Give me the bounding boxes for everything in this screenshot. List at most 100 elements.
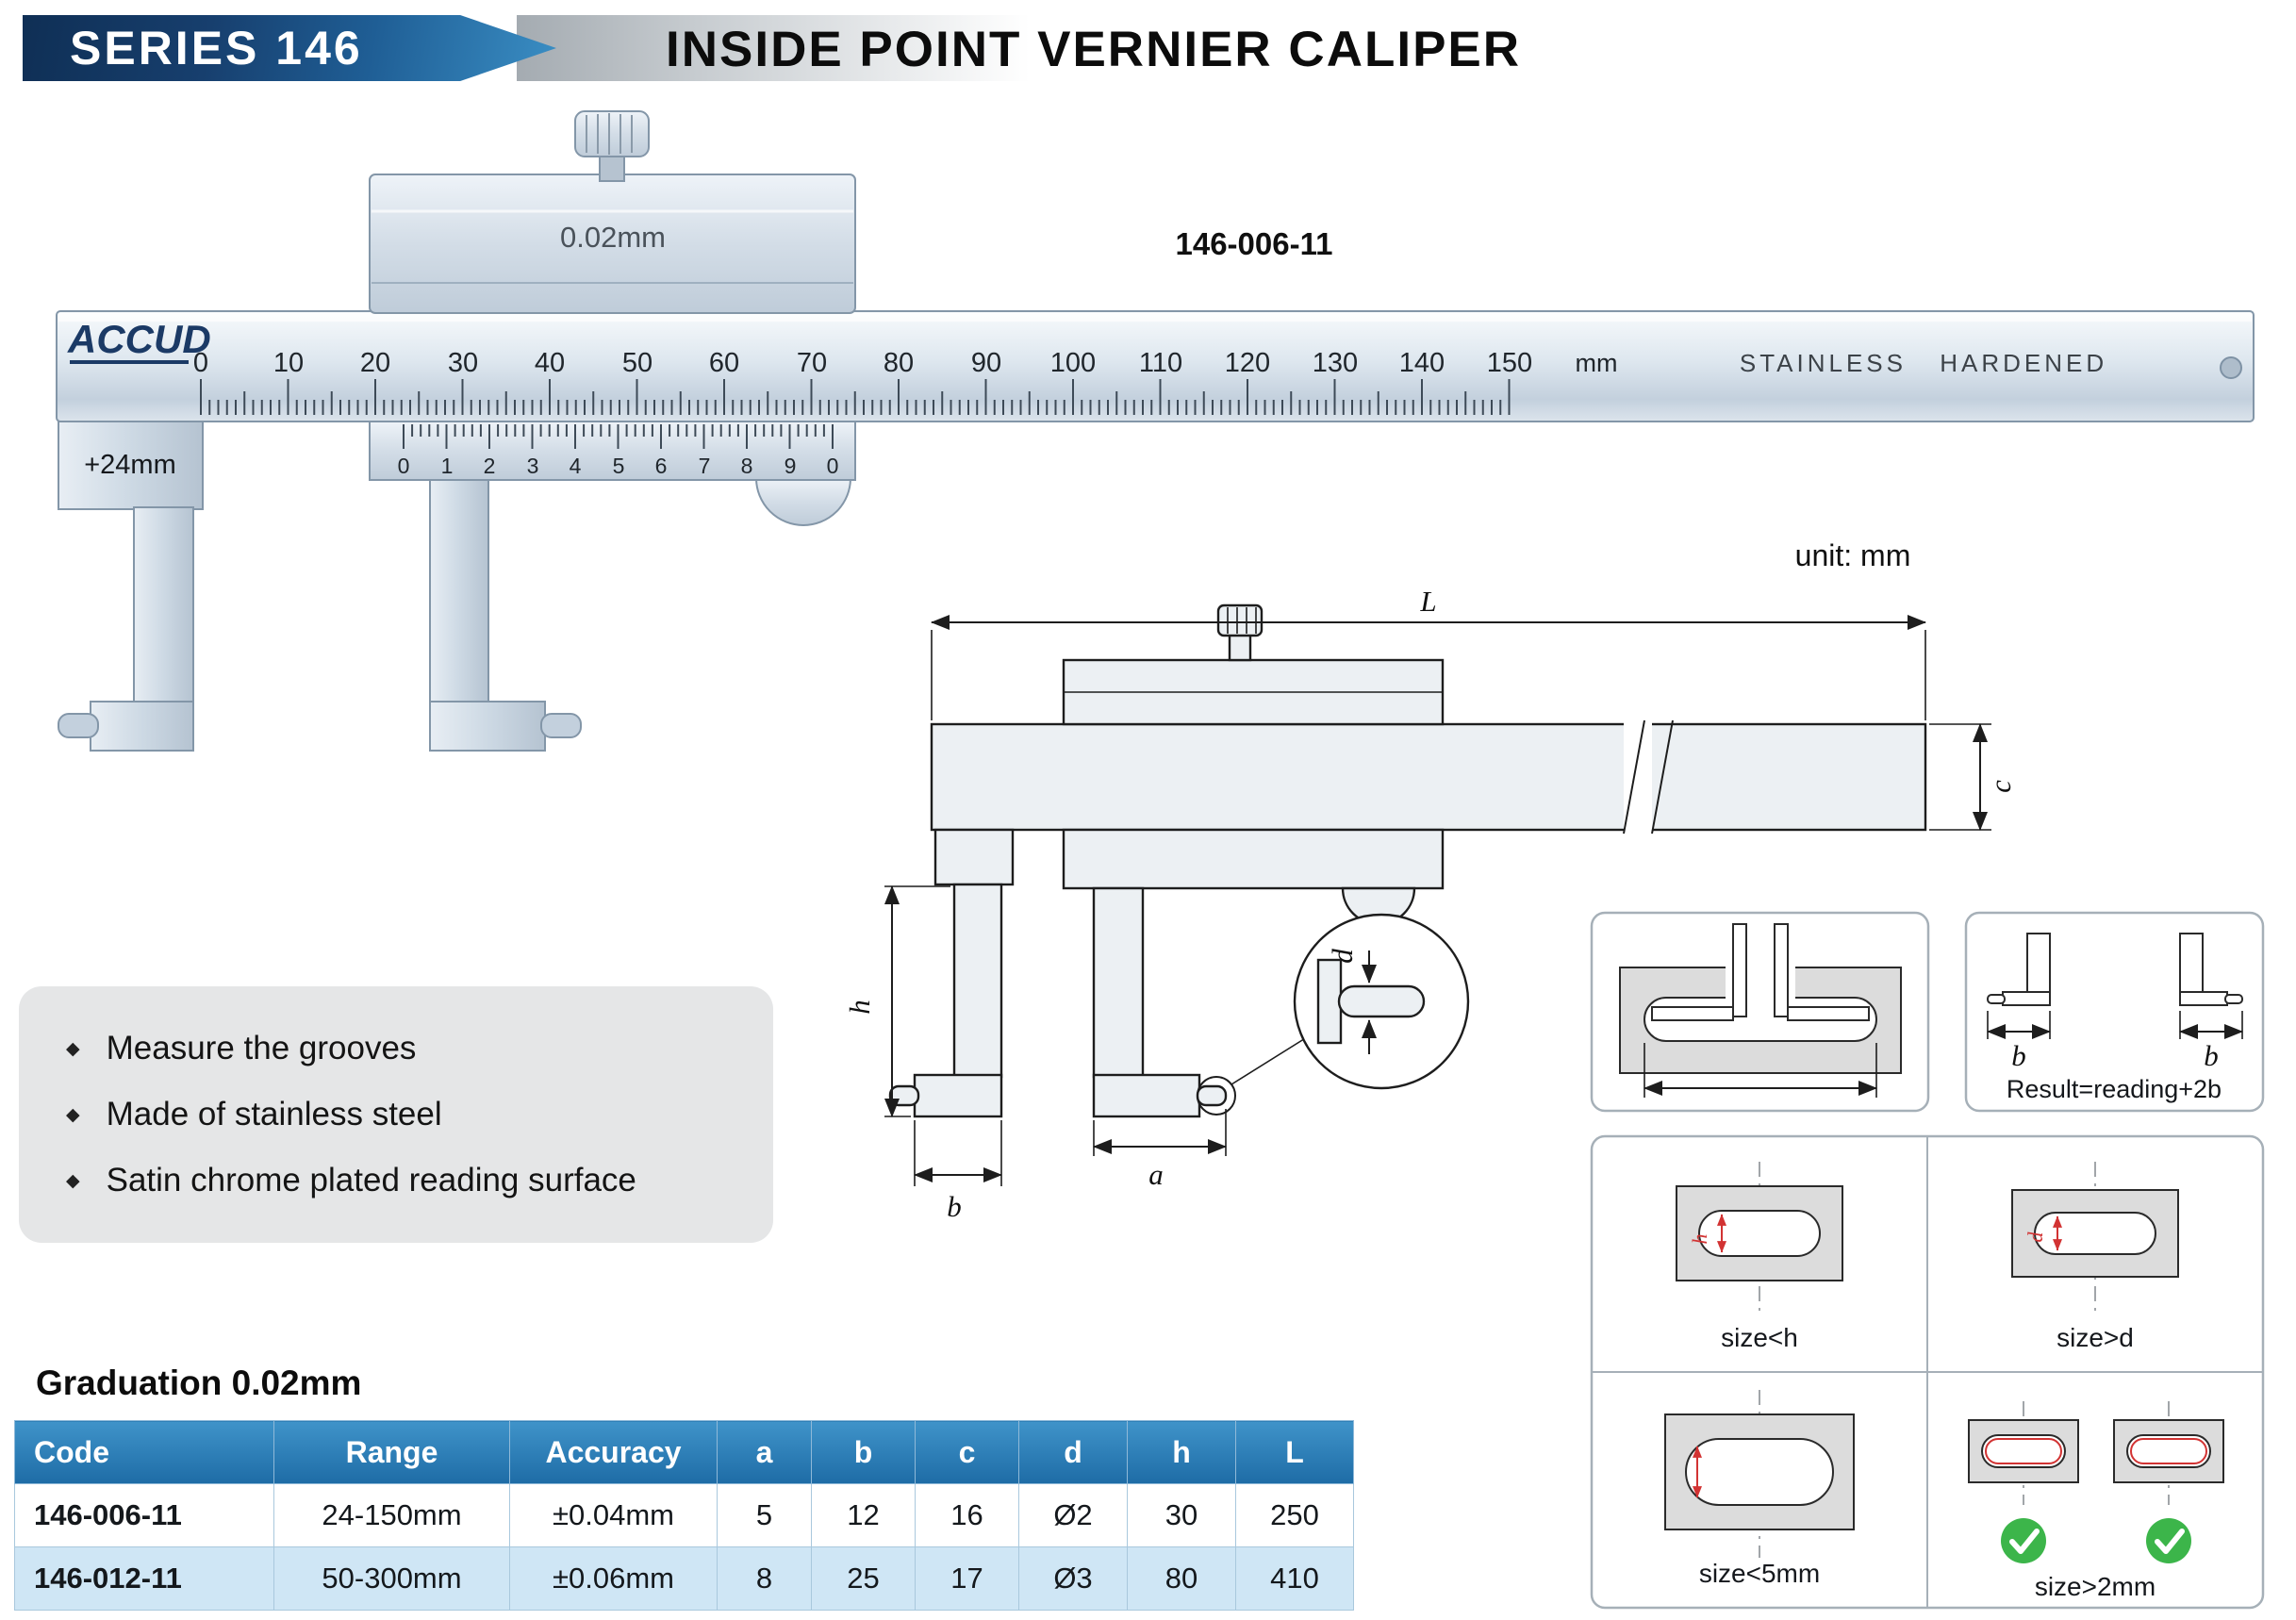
detail-source-circle <box>1197 1076 1236 1116</box>
vernier-number: 4 <box>570 454 582 478</box>
vernier-number: 0 <box>398 454 410 478</box>
feature-text: Measure the grooves <box>106 1030 417 1066</box>
scale-number: 80 <box>884 348 914 378</box>
fixed-jaw-foot <box>90 701 194 752</box>
main-scale-ticks <box>200 379 1512 415</box>
screw-knurling <box>586 113 633 155</box>
col-header-accuracy: Accuracy <box>509 1420 718 1484</box>
table-row: 146-006-11 24-150mm ±0.04mm 5 12 16 Ø2 3… <box>14 1483 1354 1547</box>
size-h-label: size<h <box>1721 1323 1798 1352</box>
vernier-number: 0 <box>827 454 839 478</box>
cell-L: 250 <box>1235 1483 1354 1547</box>
cell-d: Ø3 <box>1018 1546 1128 1611</box>
spec-table: Code Range Accuracy a b c d h L 146-006-… <box>14 1420 1354 1611</box>
scale-number: 50 <box>622 348 652 378</box>
drawing-moving-foot <box>1092 1073 1201 1118</box>
fixed-jaw-point <box>58 713 99 738</box>
dim-b-label: b <box>947 1190 962 1223</box>
vernier-number: 9 <box>785 454 797 478</box>
col-header-a: a <box>717 1420 812 1484</box>
red-d-label: d <box>2023 1232 2047 1243</box>
col-header-code: Code <box>14 1420 274 1484</box>
dim-L-label: L <box>1419 585 1436 618</box>
cell-h: 30 <box>1127 1483 1236 1547</box>
drawing-thumb-screw <box>1216 603 1264 637</box>
vernier-number: 2 <box>484 454 496 478</box>
brand-logo: ACCUD <box>67 317 211 361</box>
feature-item: ◆ Made of stainless steel <box>66 1096 773 1133</box>
red-slot-outline <box>2130 1438 2207 1464</box>
cell-c: 17 <box>915 1546 1019 1611</box>
drawing-fixed-jaw <box>952 883 1003 1079</box>
cell-c: 16 <box>915 1483 1019 1547</box>
moving-jaw <box>429 477 489 710</box>
fixed-head-block <box>58 421 204 510</box>
features-box: ◆ Measure the grooves ◆ Made of stainles… <box>19 986 773 1243</box>
vernier-number: 1 <box>441 454 454 478</box>
series-label: SERIES 146 <box>70 22 363 74</box>
dim-h-label: h <box>843 1000 876 1015</box>
b-right-label: b <box>2204 1039 2219 1072</box>
col-header-h: h <box>1127 1420 1236 1484</box>
scale-number: 130 <box>1313 348 1358 378</box>
scale-number: 10 <box>273 348 304 378</box>
scale-number: 120 <box>1225 348 1270 378</box>
scale-number: 60 <box>709 348 739 378</box>
scale-number: 110 <box>1139 348 1182 378</box>
vernier-number: 7 <box>699 454 711 478</box>
cell-range: 24-150mm <box>273 1483 510 1547</box>
usage-box-result: b b Result=reading+2b <box>1964 911 2265 1113</box>
feature-item: ◆ Measure the grooves <box>66 1030 773 1067</box>
fixed-jaw <box>133 506 194 708</box>
cell-range: 50-300mm <box>273 1546 510 1611</box>
b-left-label: b <box>2011 1039 2026 1072</box>
series-banner: SERIES 146 <box>23 15 556 81</box>
feature-item: ◆ Satin chrome plated reading surface <box>66 1162 773 1199</box>
page-title: INSIDE POINT VERNIER CALIPER <box>666 22 1522 77</box>
dim-d-label: d <box>1326 949 1359 964</box>
vernier-scale-numbers: 0 1 2 3 4 5 6 7 8 9 0 <box>398 454 839 478</box>
detail-foot-section <box>1316 958 1343 1045</box>
cell-code: 146-012-11 <box>14 1546 274 1611</box>
check-icon <box>2001 1518 2046 1563</box>
scale-number: 30 <box>448 348 478 378</box>
scale-number: 90 <box>971 348 1001 378</box>
cell-h: 80 <box>1127 1546 1236 1611</box>
drawing-fixed-head <box>933 828 1015 886</box>
cell-accuracy: ±0.04mm <box>509 1483 718 1547</box>
moving-jaw-foot <box>429 701 546 752</box>
beam-highlight <box>58 313 2252 322</box>
beam-break-gap <box>1624 722 1652 832</box>
size-2mm-label: size>2mm <box>2035 1572 2156 1601</box>
model-number: 146-006-11 <box>1176 226 1333 261</box>
vernier-number: 3 <box>527 454 539 478</box>
col-header-c: c <box>915 1420 1019 1484</box>
usage-grid: h size<h d size>d size<5mm size>2mm <box>1590 1134 2265 1610</box>
title-band <box>517 15 1120 81</box>
detail-point <box>1337 984 1426 1018</box>
thumb-screw <box>574 110 650 157</box>
red-slot-outline <box>1985 1438 2062 1464</box>
diamond-bullet-icon: ◆ <box>66 1104 80 1125</box>
table-header-row: Code Range Accuracy a b c d h L <box>14 1420 1354 1484</box>
cell-a: 5 <box>717 1483 812 1547</box>
cell-code: 146-006-11 <box>14 1483 274 1547</box>
size-d-label: size>d <box>2056 1323 2134 1352</box>
scale-number: 150 <box>1487 348 1532 378</box>
drawing-fixed-point <box>888 1084 920 1107</box>
feature-text: Satin chrome plated reading surface <box>106 1162 636 1198</box>
drawing-beam <box>930 722 1927 832</box>
cell-accuracy: ±0.06mm <box>509 1546 718 1611</box>
col-header-b: b <box>811 1420 916 1484</box>
scale-number: 0 <box>193 348 208 378</box>
vernier-scale-ticks <box>403 424 834 449</box>
cell-L: 410 <box>1235 1546 1354 1611</box>
table-row: 146-012-11 50-300mm ±0.06mm 8 25 17 Ø3 8… <box>14 1546 1354 1611</box>
drawing-moving-jaw <box>1092 886 1145 1079</box>
finish-label: STAINLESS HARDENED <box>1740 349 2107 377</box>
diamond-bullet-icon: ◆ <box>66 1170 80 1191</box>
drawing-moving-point <box>1196 1084 1228 1107</box>
cell-d: Ø2 <box>1018 1483 1128 1547</box>
drawing-vernier-plate <box>1062 828 1445 890</box>
usage-box-groove <box>1590 911 1930 1113</box>
